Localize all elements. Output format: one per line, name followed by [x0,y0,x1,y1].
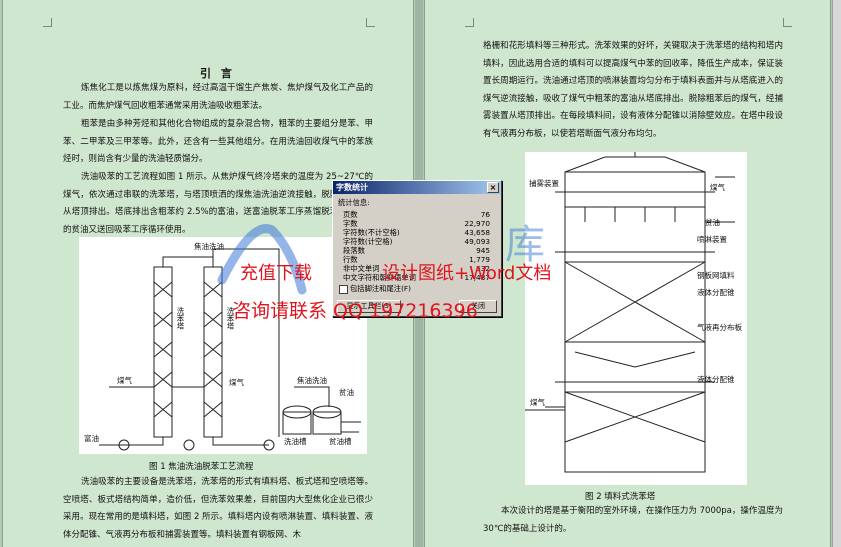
label-liquid-distributor: 液体分配锥 [697,288,735,297]
include-footnotes-checkbox[interactable] [339,285,348,294]
stat-value-words: 22,970 [464,219,490,228]
figure-2-packed-tower: 捕雾装置 煤气 贫油 喷淋装置 钢板网填料 液体分配锥 气液再分布板 液体分配锥… [520,152,747,485]
label-gas-top: 煤气 [710,183,725,192]
label-liquid-distributor-2: 液体分配锥 [697,375,735,384]
stat-label-chinese-chars: 中文字符和朝鲜语单词 [343,273,416,282]
figure-2-caption: 图 2 填料式洗苯塔 [585,492,656,502]
word-count-dialog: 字数统计 × 统计信息: 页数 76 字数 22,970 字符数(不计空格) 4… [332,180,502,317]
label-lean-oil-tank: 贫油槽 [329,437,352,446]
stat-value-paragraphs: 945 [476,246,490,255]
margin-corner-mark [465,18,474,27]
label-gas-out: 煤气 [229,378,244,387]
label-packing: 钢板网填料 [697,271,735,280]
stat-label-paragraphs: 段落数 [343,246,365,255]
label-sprayer: 喷淋装置 [697,235,727,244]
label-redistributor: 气液再分布板 [697,323,742,332]
packed-tower-drawing [520,152,735,473]
dialog-title: 字数统计 [336,183,368,192]
stat-label-chars-spaces: 字符数(计空格) [343,237,393,246]
margin-corner-mark [783,18,792,27]
label-lean-oil: 贫油 [339,388,354,397]
stat-value-lines: 1,779 [469,255,490,264]
label-gas-in: 煤气 [530,398,545,407]
stat-label-words: 字数 [343,219,358,228]
label-scrubber-2: 洗苯塔 [226,307,235,330]
stat-label-chars-no-spaces: 字符数(不计空格) [343,228,400,237]
label-wash-oil-tank: 洗油槽 [284,437,307,446]
stat-label-non-chinese: 非中文单词 [343,264,380,273]
dialog-titlebar[interactable]: 字数统计 × [333,181,501,194]
paragraph: 洗油吸苯的工艺流程如图 1 所示。从焦炉煤气终冷塔来的温度为 25~27℃的煤气… [63,172,373,235]
label-tar-wash-oil: 焦油洗油 [194,242,224,251]
page-heading: 引 言 [200,67,235,80]
watermark-line-1: 充值下载设计图纸+Word文档 [240,263,552,284]
stat-value-chinese-chars: 17,437 [464,273,490,282]
stat-value-non-chinese: 532 [476,264,490,273]
show-toolbar-button[interactable]: 显示工具栏(S) [337,300,401,313]
paragraph: 格栅和花形填料等三种形式。洗苯效果的好坏，关键取决于洗苯塔的结构和塔内填料，因此… [483,41,783,139]
margin-corner-mark [43,18,52,27]
label-lean-oil: 贫油 [705,218,720,227]
label-gas-in: 煤气 [117,376,132,385]
stat-label-pages: 页数 [343,210,358,219]
process-flow-drawing [99,248,361,451]
stat-value-chars-spaces: 49,093 [464,237,490,246]
paragraph: 本次设计的塔是基于衡阳的室外环境，在操作压力为 7000pa，操作温度为 30℃… [483,506,783,534]
label-rich-oil: 富油 [84,434,99,443]
include-footnotes-label: 包括脚注和尾注(F) [350,284,411,293]
paragraph: 粗苯是由多种芳烃和其他化合物组成的复杂混合物，粗苯的主要组分是苯、甲苯、二甲苯及… [63,119,373,164]
watermark-line-2: 咨询请联系 QQ 197216396 [232,300,478,322]
paragraph: 炼焦化工是以炼焦煤为原料，经过高温干馏生产焦炭、焦炉煤气及化工产品的工业。而焦炉… [63,83,373,111]
label-tar-wash-oil-tank: 焦油洗油 [297,376,327,385]
stats-group-label: 统计信息: [338,198,370,207]
vertical-scrollbar[interactable] [832,0,841,547]
close-icon[interactable]: × [487,182,499,193]
close-button[interactable]: 关闭 [459,300,497,313]
watermark-logo-text: 库 [505,222,545,268]
label-demister: 捕雾装置 [529,179,559,188]
label-scrubber-1: 洗苯塔 [176,307,185,330]
margin-corner-mark [366,18,375,27]
stat-value-pages: 76 [480,210,490,219]
stat-label-lines: 行数 [343,255,358,264]
stat-value-chars-no-spaces: 43,658 [464,228,490,237]
figure-1-caption: 图 1 焦油洗油脱苯工艺流程 [149,462,254,472]
paragraph: 洗油吸苯的主要设备是洗苯塔，洗苯塔的形式有填料塔、板式塔和空喷塔等。空喷塔、板式… [63,477,373,540]
